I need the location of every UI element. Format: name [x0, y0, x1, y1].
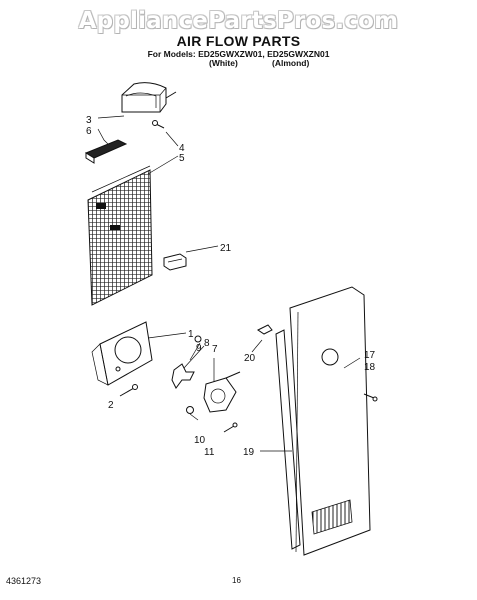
grille-panel	[87, 165, 153, 306]
callout-11: 11	[204, 447, 215, 458]
callout-4: 4	[179, 143, 185, 154]
callout-10: 10	[194, 435, 206, 446]
fan-motor	[203, 371, 241, 413]
callout-21: 21	[220, 243, 232, 254]
callout-8: 8	[204, 338, 210, 349]
gasket-strip	[257, 324, 301, 550]
model-numbers: For Models: ED25GWXZW01, ED25GWXZN01	[147, 49, 330, 59]
page-title: AIR FLOW PARTS	[176, 33, 301, 49]
fan-housing	[91, 321, 153, 386]
callout-18: 18	[364, 362, 376, 373]
screw-2	[119, 384, 138, 397]
callout-5: 5	[179, 153, 185, 164]
color-almond-label: (Almond)	[272, 58, 310, 68]
fan-blade	[171, 363, 195, 389]
document-number: 4361273	[6, 576, 42, 586]
callout-20: 20	[244, 353, 256, 364]
watermark: AppliancePartsPros.com	[78, 8, 399, 34]
callout-2: 2	[108, 400, 114, 411]
screw-4	[152, 120, 165, 129]
washer-9	[194, 335, 202, 343]
rear-panel	[289, 286, 371, 556]
callout-3: 3	[86, 115, 92, 126]
damper	[84, 139, 128, 164]
leader-lines	[97, 115, 361, 452]
page-number: 16	[232, 576, 241, 585]
callout-7: 7	[212, 344, 218, 355]
clip-21	[163, 253, 187, 271]
callout-19: 19	[243, 447, 255, 458]
air-duct-cover	[121, 82, 177, 113]
callout-1: 1	[188, 329, 194, 340]
color-white-label: (White)	[209, 58, 238, 68]
grommet-10	[186, 406, 194, 414]
callout-17: 17	[364, 350, 376, 361]
callout-6: 6	[86, 126, 92, 137]
callout-9: 9	[196, 343, 202, 354]
screw-11	[223, 422, 238, 433]
screw-17	[363, 393, 378, 402]
